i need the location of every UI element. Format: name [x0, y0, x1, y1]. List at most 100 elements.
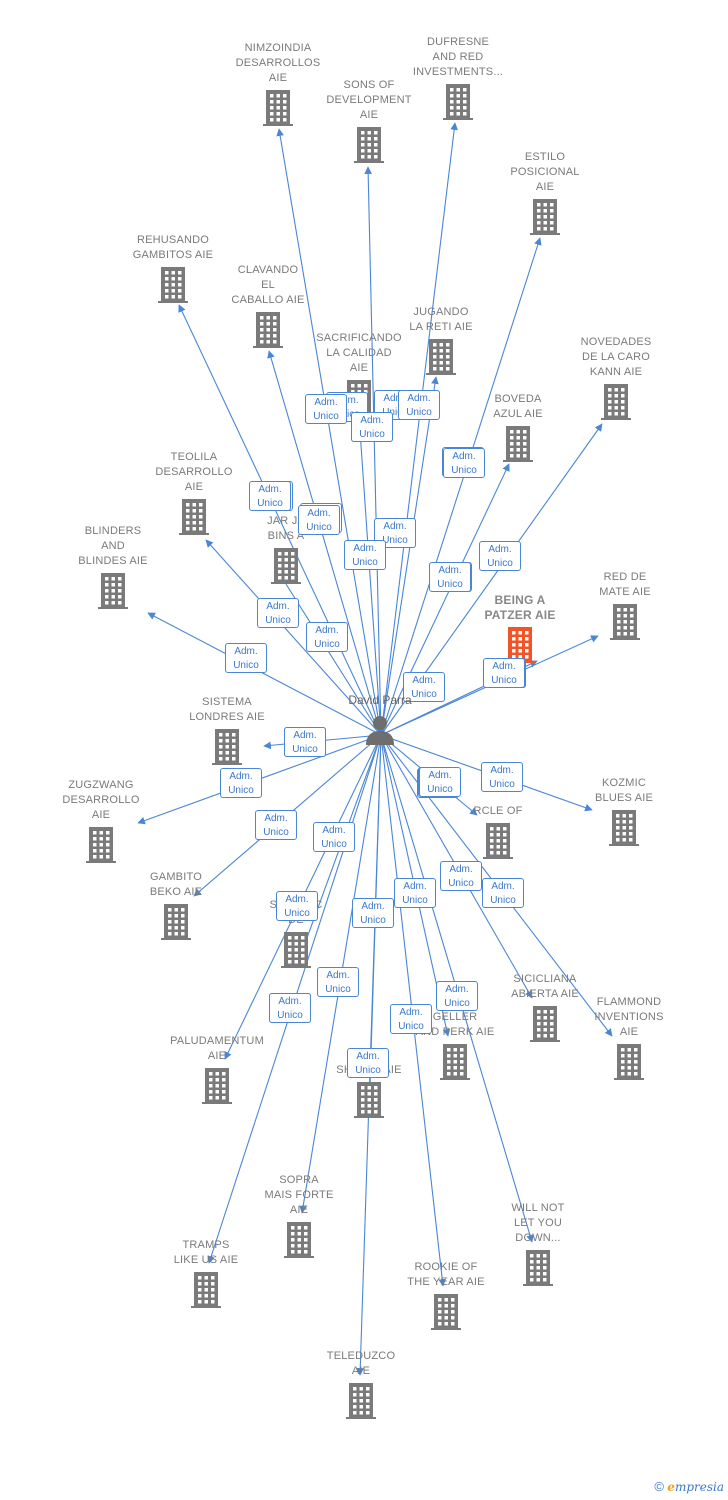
- role-badge-sicicliana[interactable]: Adm.Unico: [440, 861, 482, 891]
- building-icon: [158, 267, 188, 303]
- role-badge-extra-1[interactable]: Adm.Unico: [351, 412, 393, 442]
- company-node-rehusando-gambitos[interactable]: REHUSANDO GAMBITOS AIE: [118, 233, 228, 303]
- role-badge-sacrificio[interactable]: Adm.Unico: [276, 891, 318, 921]
- company-node-estilo-posicional[interactable]: ESTILO POSICIONAL AIE: [490, 150, 600, 235]
- role-label-line2: Unico: [321, 839, 347, 850]
- role-badge-tramps-like-us[interactable]: Adm.Unico: [269, 993, 311, 1023]
- role-label-line1: Adm.: [326, 970, 350, 981]
- role-label-line1: Adm.: [266, 601, 290, 612]
- role-label-line1: Adm.: [407, 393, 431, 404]
- role-badge-extra-5[interactable]: Adm.Unico: [429, 562, 471, 592]
- company-label: TEOLILA DESARROLLO AIE: [155, 451, 233, 493]
- company-node-sicicliana[interactable]: SICICLIANA ABIERTA AIE: [490, 972, 600, 1042]
- role-label-line2: Unico: [314, 639, 340, 650]
- role-badge-blinders[interactable]: Adm.Unico: [225, 643, 267, 673]
- role-label-line2: Unico: [427, 784, 453, 795]
- company-label: KOZMIC BLUES AIE: [594, 777, 654, 804]
- company-node-red-de-mate[interactable]: RED DE MATE AIE: [570, 570, 680, 640]
- role-label-line1: Adm.: [428, 770, 452, 781]
- role-badge-extra-6[interactable]: Adm.Unico: [443, 448, 485, 478]
- company-node-teolila[interactable]: TEOLILA DESARROLLO AIE: [139, 450, 249, 535]
- role-badge-peaky-shelby[interactable]: Adm.Unico: [347, 1048, 389, 1078]
- role-label-line2: Unico: [228, 785, 254, 796]
- role-badge-will-not-let-you-down[interactable]: Adm.Unico: [436, 981, 478, 1011]
- role-badge-extra-10[interactable]: Adm.Unico: [313, 822, 355, 852]
- role-badge-flammond[interactable]: Adm.Unico: [482, 878, 524, 908]
- role-label-line1: Adm.: [234, 646, 258, 657]
- role-label-line2: Unico: [402, 895, 428, 906]
- role-label-line2: Unico: [448, 878, 474, 889]
- company-node-teleduzco[interactable]: TELEDUZCO AIE: [306, 1349, 416, 1419]
- company-node-zugzwang[interactable]: ZUGZWANG DESARROLLO AIE: [46, 778, 156, 863]
- role-badge-jugando-la-reti[interactable]: Adm.Unico: [398, 390, 440, 420]
- role-badge-extra-7[interactable]: Adm. Unico: [403, 672, 445, 702]
- company-label: NOVEDADES DE LA CARO KANN AIE: [580, 336, 652, 378]
- role-label-line2: Unico: [359, 429, 385, 440]
- company-label: BOVEDA AZUL AIE: [493, 393, 543, 420]
- building-icon: [281, 932, 311, 968]
- role-badge-kozmic-blues[interactable]: Adm.Unico: [481, 762, 523, 792]
- role-badge-teleduzco[interactable]: Adm.Unico: [352, 898, 394, 928]
- role-label-line1: Adm.: [315, 625, 339, 636]
- role-badge-geller-and-perk[interactable]: Adm.Unico: [394, 878, 436, 908]
- company-node-circle-of[interactable]: RCLE OF: [443, 804, 553, 859]
- company-node-sistema-londres[interactable]: SISTEMA LONDRES AIE: [172, 695, 282, 765]
- company-node-kozmic-blues[interactable]: KOZMIC BLUES AIE: [569, 776, 679, 846]
- role-badge-novedades[interactable]: Adm.Unico: [479, 541, 521, 571]
- building-icon: [523, 1250, 553, 1286]
- company-node-paludamentum[interactable]: PALUDAMENTUM AIE: [162, 1034, 272, 1104]
- role-badge-rehusando-gambitos[interactable]: Adm.Unico: [249, 481, 291, 511]
- company-node-flammond[interactable]: FLAMMOND INVENTIONS AIE: [574, 995, 684, 1080]
- company-node-being-a-patzer[interactable]: BEING A PATZER AIE: [465, 593, 575, 663]
- company-node-rookie-of-the-year[interactable]: ROOKIE OF THE YEAR AIE: [391, 1260, 501, 1330]
- role-label-line2: Unico: [411, 689, 437, 700]
- company-label: JUGANDO LA RETI AIE: [409, 306, 473, 333]
- role-badge-extra-12[interactable]: Adm. Unico: [419, 767, 461, 797]
- company-node-blinders[interactable]: BLINDERS AND BLINDES AIE: [58, 524, 168, 609]
- company-label: GELLER AND PERK AIE: [416, 1011, 495, 1038]
- role-badge-gambito-beko[interactable]: Adm.Unico: [255, 810, 297, 840]
- company-node-novedades[interactable]: NOVEDADES DE LA CARO KANN AIE: [561, 335, 671, 420]
- building-icon: [431, 1294, 461, 1330]
- role-label-line1: Adm.: [412, 675, 436, 686]
- role-badge-extra-4[interactable]: Adm.Unico: [298, 505, 340, 535]
- company-label: FLAMMOND INVENTIONS AIE: [594, 996, 664, 1038]
- company-label: BLINDERS AND BLINDES AIE: [78, 525, 148, 567]
- company-node-clavando-el-caballo[interactable]: CLAVANDO EL CABALLO AIE: [213, 263, 323, 348]
- building-icon: [483, 823, 513, 859]
- company-node-boveda-azul[interactable]: BOVEDA AZUL AIE: [463, 392, 573, 462]
- role-badge-extra-3[interactable]: Adm.Unico: [344, 540, 386, 570]
- building-icon: [530, 1006, 560, 1042]
- building-icon: [179, 499, 209, 535]
- building-icon: [284, 1222, 314, 1258]
- role-badge-teolila[interactable]: Adm.Unico: [257, 598, 299, 628]
- company-node-jar-jar-bins[interactable]: JAR JA BINS A: [231, 514, 341, 584]
- company-node-will-not-let-you-down[interactable]: WILL NOT LET YOU DOWN...: [483, 1201, 593, 1286]
- role-badge-extra-8[interactable]: Adm.Unico: [483, 658, 525, 688]
- company-node-sopra-mais-forte[interactable]: SOPRA MAIS FORTE AIE: [244, 1173, 354, 1258]
- company-node-tramps-like-us[interactable]: TRAMPS LIKE US AIE: [151, 1238, 261, 1308]
- role-badge-extra-11[interactable]: Adm.Unico: [284, 727, 326, 757]
- role-label-line1: Adm.: [488, 544, 512, 555]
- role-label-line1: Adm.: [383, 521, 407, 532]
- company-node-nimzoindia[interactable]: NIMZOINDIA DESARROLLOS AIE: [223, 41, 333, 126]
- company-node-geller-and-perk[interactable]: GELLER AND PERK AIE: [400, 1010, 510, 1080]
- copyright-symbol: ©: [654, 1479, 664, 1494]
- role-badge-extra-0[interactable]: Adm.Unico: [305, 394, 347, 424]
- role-badge-sopra-mais-forte[interactable]: Adm.Unico: [317, 967, 359, 997]
- company-node-dufresne[interactable]: DUFRESNE AND RED INVESTMENTS...: [403, 35, 513, 120]
- company-label: NIMZOINDIA DESARROLLOS AIE: [235, 42, 321, 84]
- role-badge-zugzwang[interactable]: Adm.Unico: [220, 768, 262, 798]
- company-node-sons-of-development[interactable]: SONS OF DEVELOPMENT AIE: [314, 78, 424, 163]
- company-label: SACRIFICANDO LA CALIDAD AIE: [316, 332, 402, 374]
- building-icon: [161, 904, 191, 940]
- company-node-jugando-la-reti[interactable]: JUGANDO LA RETI AIE: [386, 305, 496, 375]
- role-label-line2: Unico: [263, 827, 289, 838]
- building-icon: [503, 426, 533, 462]
- role-badge-rookie-of-the-year[interactable]: Adm.Unico: [390, 1004, 432, 1034]
- company-node-gambito-beko[interactable]: GAMBITO BEKO AIE: [121, 870, 231, 940]
- role-badge-jar-jar-bins[interactable]: Adm. Unico: [306, 622, 348, 652]
- person-node[interactable]: David Parra: [320, 693, 440, 747]
- company-label: TRAMPS LIKE US AIE: [173, 1239, 239, 1266]
